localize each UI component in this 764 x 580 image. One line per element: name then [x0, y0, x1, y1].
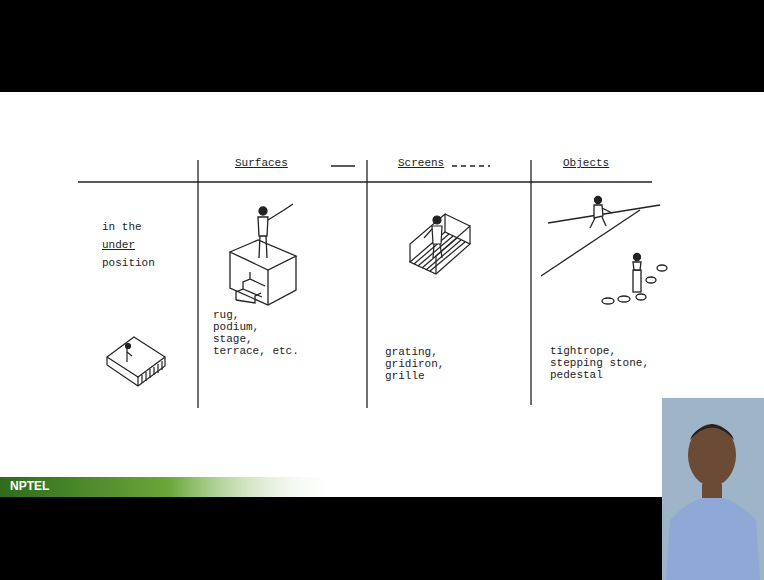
objects-sketch: [602, 208, 612, 213]
column-header: Objects: [563, 157, 609, 169]
podium-sketch: [259, 236, 260, 258]
objects-sketch: [602, 298, 614, 304]
podium-sketch: [250, 279, 265, 286]
podium-sketch: [243, 289, 262, 297]
table-cell: stage,: [213, 333, 253, 345]
under-icon: [149, 369, 150, 378]
column-header: Surfaces: [235, 157, 288, 169]
table-cell: podium,: [213, 321, 259, 333]
table-cell: grating,: [385, 346, 438, 358]
grating-sketch: [440, 244, 442, 258]
podium-sketch: [268, 210, 284, 220]
table-rule: [78, 181, 652, 182]
grating-sketch: [426, 240, 461, 270]
column-header: Screens: [398, 157, 444, 169]
presenter-photo: [688, 424, 736, 486]
table-cell: grille: [385, 370, 425, 382]
brand-bar: [0, 477, 340, 497]
under-icon: [126, 344, 131, 349]
legend-line: [452, 165, 490, 167]
under-icon: [141, 375, 142, 383]
under-icon: [137, 377, 138, 386]
table-rule: [530, 160, 531, 405]
podium-sketch: [236, 272, 250, 300]
objects-sketch: [633, 270, 641, 292]
grating-sketch: [410, 214, 470, 274]
grating-sketch: [410, 214, 445, 262]
objects-sketch: [541, 197, 667, 305]
grating-sketch: [432, 226, 442, 244]
podium-sketch: [284, 204, 293, 210]
objects-sketch: [634, 254, 641, 261]
under-icon: [153, 367, 154, 375]
under-icon: [107, 337, 165, 386]
objects-sketch: [595, 197, 602, 204]
table-cell: rug,: [213, 309, 239, 321]
podium-sketch: [267, 270, 268, 305]
brand-label: NPTEL: [10, 480, 49, 492]
top-bar: [0, 0, 764, 92]
objects-sketch: [633, 262, 641, 270]
podium-sketch: [230, 204, 296, 305]
podium-sketch: [230, 252, 296, 305]
under-icon: [126, 348, 127, 362]
row-header: in the: [102, 221, 142, 233]
presenter-photo: [666, 496, 760, 580]
table-rule: [78, 160, 652, 408]
under-icon: [107, 357, 165, 386]
row-header: under: [102, 239, 135, 251]
podium-sketch: [266, 236, 267, 258]
objects-sketch: [636, 294, 646, 300]
table-rule: [366, 160, 367, 408]
objects-sketch: [590, 218, 595, 228]
objects-sketch: [541, 210, 640, 276]
objects-sketch: [646, 277, 656, 283]
under-icon: [157, 364, 158, 373]
table-cell: pedestal: [550, 369, 603, 381]
row-header: position: [102, 257, 155, 269]
table-cell: tightrope,: [550, 345, 616, 357]
table-rule: [197, 160, 198, 408]
podium-sketch: [258, 217, 268, 236]
presenter-photo: [662, 398, 764, 580]
objects-sketch: [657, 265, 667, 271]
grating-sketch: [445, 214, 470, 226]
bottom-bar: [0, 497, 764, 580]
under-icon: [145, 372, 146, 381]
presenter-photo: [702, 484, 722, 498]
legend-line: [331, 165, 355, 167]
grating-sketch: [424, 229, 432, 238]
table-cell: gridiron,: [385, 358, 444, 370]
podium-sketch: [230, 240, 296, 270]
presenter-photo: [662, 398, 764, 580]
podium-sketch: [259, 207, 267, 215]
objects-sketch: [602, 217, 606, 226]
table-cell: terrace, etc.: [213, 345, 299, 357]
under-icon: [127, 352, 132, 356]
table-cell: stepping stone,: [550, 357, 649, 369]
under-icon: [161, 361, 162, 370]
objects-sketch: [618, 296, 630, 302]
presenter-photo: [690, 424, 734, 440]
objects-sketch: [594, 205, 603, 218]
slide-area: [0, 92, 764, 497]
grating-sketch: [433, 216, 441, 224]
grating-sketch: [433, 244, 434, 258]
